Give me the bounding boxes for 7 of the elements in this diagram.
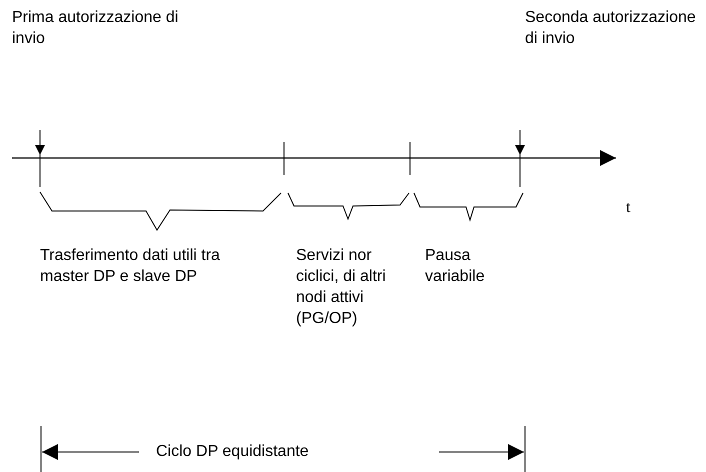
dimension-label: Ciclo DP equidistante: [156, 442, 309, 462]
phase-label: Servizi nor ciclici, di altri nodi attivi (PG/OP): [296, 246, 387, 329]
phase-label: Trasferimento dati utili tra master DP e slave DP: [40, 246, 220, 287]
event-label: Prima autorizzazione di invio: [12, 8, 180, 49]
axis-label: t: [626, 198, 632, 218]
phase-label: Pausa variabile: [425, 246, 486, 287]
event-label: Seconda autorizzazione di invio: [525, 8, 697, 49]
